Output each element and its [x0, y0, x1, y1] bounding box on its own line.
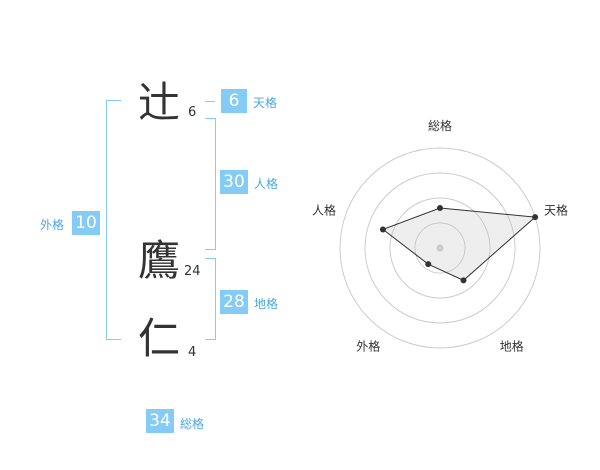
radar-point-4	[425, 261, 432, 268]
chikaku-bracket	[205, 258, 216, 340]
jinkaku-value: 30	[220, 170, 248, 194]
jinkaku-label: 人格	[254, 177, 279, 191]
name-char-1: 辻	[138, 78, 181, 127]
tenkaku-bracket	[205, 101, 215, 102]
radar-axis-label-2: 天格	[544, 202, 568, 217]
radar-ring	[414, 222, 466, 274]
soukaku-value: 34	[146, 409, 174, 433]
radar-center-dot	[436, 244, 444, 252]
radar-point-3	[460, 277, 467, 284]
tenkaku-value: 6	[221, 89, 247, 113]
radar-point-1	[437, 205, 443, 211]
radar-point-5	[379, 226, 386, 233]
radar-series-polygon	[381, 207, 537, 281]
radar-axis-label-5: 人格	[312, 202, 336, 217]
gaikaku-label: 外格	[40, 218, 65, 232]
chikaku-value: 28	[220, 290, 248, 314]
name-char-2: 鷹	[138, 236, 181, 285]
jinkaku-bracket	[205, 118, 216, 250]
gaikaku-value: 10	[72, 211, 100, 235]
name-char-3: 仁	[138, 314, 181, 363]
tenkaku-label: 天格	[253, 96, 278, 110]
radar-ring	[339, 147, 541, 349]
chikaku-label: 地格	[254, 297, 279, 311]
soukaku-label: 総格	[180, 417, 205, 431]
radar-axis-label-4: 外格	[356, 339, 380, 354]
gaikaku-bracket	[106, 100, 121, 340]
radar-axis-label-3: 地格	[500, 339, 524, 354]
stroke-count-3: 4	[188, 345, 197, 360]
radar-ring	[364, 172, 516, 324]
stroke-count-2: 24	[184, 264, 201, 279]
radar-ring	[389, 197, 491, 299]
radar-point-2	[532, 214, 539, 221]
stroke-count-1: 6	[188, 105, 197, 120]
radar-axis-label-1: 総格	[428, 118, 452, 133]
